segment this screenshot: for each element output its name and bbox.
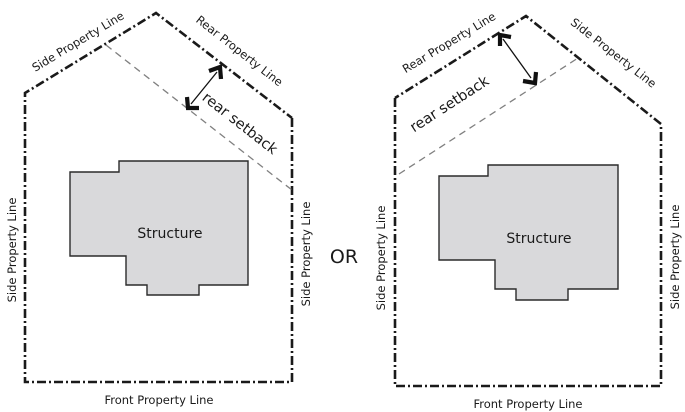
left-lot-setback-label: rear setback [199, 90, 281, 159]
right-lot-structure [438, 164, 619, 301]
right-lot: Structure Rear Property Line Side Proper… [374, 9, 682, 411]
left-lot-right-side-label: Side Property Line [299, 202, 313, 307]
or-separator-label: OR [330, 246, 358, 268]
right-lot-front-label: Front Property Line [473, 397, 582, 411]
right-lot-upper-right-label: Side Property Line [568, 15, 659, 91]
left-lot-left-side-label: Side Property Line [5, 198, 19, 303]
left-lot-boundary [23, 11, 294, 384]
right-lot-boundary [393, 14, 663, 388]
left-lot-front-label: Front Property Line [104, 393, 213, 407]
left-lot: Structure Side Property Line Rear Proper… [5, 9, 313, 407]
left-lot-upper-left-label: Side Property Line [29, 9, 126, 75]
left-lot-structure [69, 160, 249, 296]
left-lot-structure-label: Structure [137, 226, 202, 242]
left-lot-setback-arrow-icon [184, 64, 224, 111]
right-lot-left-side-label: Side Property Line [374, 206, 388, 311]
right-lot-right-side-label: Side Property Line [668, 205, 682, 310]
left-lot-setback-line [105, 44, 293, 191]
right-lot-structure-label: Structure [506, 231, 571, 247]
right-lot-setback-arrow-icon [497, 32, 539, 86]
